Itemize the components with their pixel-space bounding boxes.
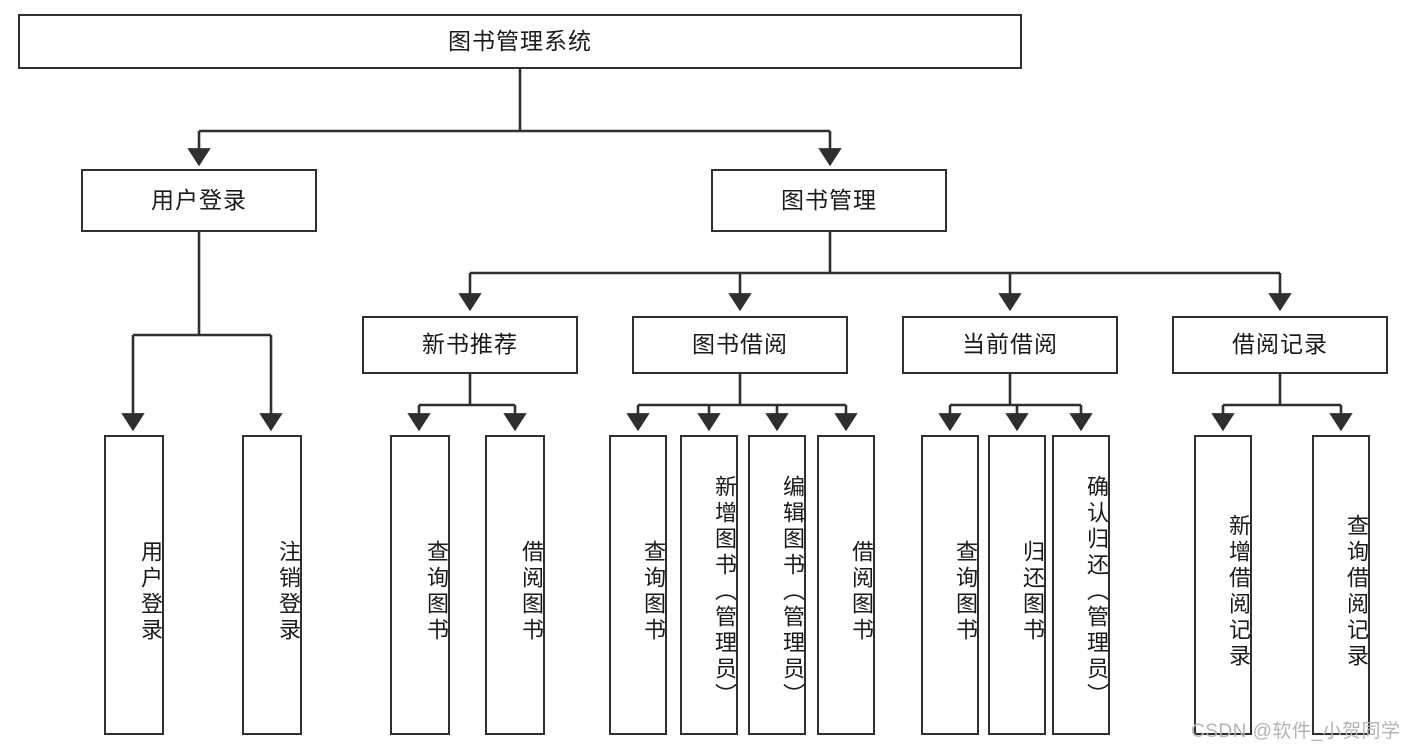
node-leaf-query-book-2-label: 查询图书 xyxy=(641,540,666,644)
node-leaf-query-record[interactable]: 查询借阅记录 xyxy=(1312,435,1370,735)
node-current-borrow[interactable]: 当前借阅 xyxy=(902,316,1118,374)
node-current-borrow-label: 当前借阅 xyxy=(962,331,1058,358)
node-book-borrow[interactable]: 图书借阅 xyxy=(632,316,848,374)
node-leaf-add-book[interactable]: 新增图书（管理员） xyxy=(680,435,738,735)
node-root-label: 图书管理系统 xyxy=(448,27,592,54)
node-leaf-borrow-book-2[interactable]: 借阅图书 xyxy=(817,435,875,735)
node-leaf-confirm-return-label: 确认归还（管理员） xyxy=(1084,475,1109,709)
node-leaf-add-book-label: 新增图书（管理员） xyxy=(712,475,737,709)
node-leaf-add-record-label: 新增借阅记录 xyxy=(1226,514,1251,670)
node-leaf-query-record-label: 查询借阅记录 xyxy=(1344,514,1369,670)
node-leaf-user-login-label: 用户登录 xyxy=(138,540,163,644)
node-leaf-edit-book[interactable]: 编辑图书（管理员） xyxy=(748,435,806,735)
watermark-text: CSDN @软件_小贺同学 xyxy=(1191,721,1401,742)
node-new-book-rec[interactable]: 新书推荐 xyxy=(362,316,578,374)
node-leaf-query-book-1[interactable]: 查询图书 xyxy=(390,435,450,735)
node-borrow-record-label: 借阅记录 xyxy=(1232,331,1328,358)
node-leaf-user-login[interactable]: 用户登录 xyxy=(104,435,164,735)
node-leaf-query-book-3[interactable]: 查询图书 xyxy=(921,435,979,735)
node-user-login-label: 用户登录 xyxy=(151,186,247,213)
node-leaf-query-book-3-label: 查询图书 xyxy=(953,540,978,644)
node-leaf-user-logout[interactable]: 注销登录 xyxy=(242,435,302,735)
node-leaf-borrow-book-1-label: 借阅图书 xyxy=(519,540,544,644)
node-book-manage[interactable]: 图书管理 xyxy=(711,169,947,232)
node-leaf-user-logout-label: 注销登录 xyxy=(276,540,301,644)
node-leaf-add-record[interactable]: 新增借阅记录 xyxy=(1194,435,1252,735)
node-new-book-rec-label: 新书推荐 xyxy=(422,331,518,358)
node-leaf-query-book-2[interactable]: 查询图书 xyxy=(609,435,667,735)
node-leaf-confirm-return[interactable]: 确认归还（管理员） xyxy=(1052,435,1110,735)
node-leaf-edit-book-label: 编辑图书（管理员） xyxy=(780,475,805,709)
node-leaf-query-book-1-label: 查询图书 xyxy=(424,540,449,644)
node-borrow-record[interactable]: 借阅记录 xyxy=(1172,316,1388,374)
node-leaf-return-book[interactable]: 归还图书 xyxy=(988,435,1046,735)
node-root-system[interactable]: 图书管理系统 xyxy=(18,14,1022,69)
node-leaf-borrow-book-2-label: 借阅图书 xyxy=(849,540,874,644)
node-user-login[interactable]: 用户登录 xyxy=(81,169,317,232)
node-leaf-return-book-label: 归还图书 xyxy=(1020,540,1045,644)
node-leaf-borrow-book-1[interactable]: 借阅图书 xyxy=(485,435,545,735)
node-book-borrow-label: 图书借阅 xyxy=(692,331,788,358)
node-book-manage-label: 图书管理 xyxy=(781,186,877,213)
